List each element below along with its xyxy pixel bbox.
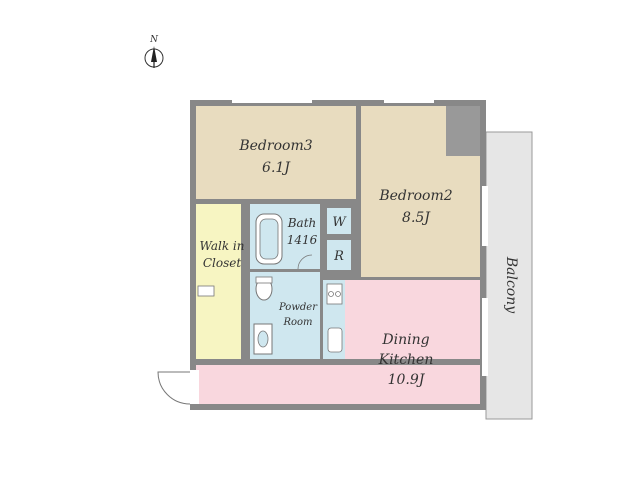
- bathtub-inner: [259, 218, 279, 260]
- balcony-label: Balcony: [503, 256, 519, 314]
- toilet-tank: [255, 276, 273, 284]
- window-top-right: [384, 99, 434, 103]
- washer-label: W: [332, 215, 347, 230]
- burner-right-icon: [335, 291, 341, 297]
- bath-fixtures: [255, 213, 313, 270]
- walk-in-closet-label-1: Walk in: [200, 239, 245, 253]
- compass-label: N: [149, 35, 159, 45]
- stove-icon: [326, 283, 343, 305]
- bath-size: 1416: [287, 233, 318, 247]
- powder-room-fixtures: [253, 276, 273, 355]
- refrigerator-label: R: [333, 249, 344, 264]
- balcony: Balcony: [485, 131, 533, 420]
- dining-kitchen-area-upper: [345, 280, 480, 359]
- sink-icon: [257, 330, 269, 348]
- entrance-door: [157, 370, 199, 405]
- dining-kitchen-area-lower: [196, 365, 480, 404]
- refrigerator-area: [327, 240, 351, 270]
- bedroom3-size: 6.1J: [262, 160, 291, 176]
- bath-door-swing: [297, 254, 313, 270]
- balcony-area: [485, 131, 533, 420]
- closet-niche: [197, 285, 215, 297]
- window-top-left: [232, 99, 312, 103]
- kitchen-sink-icon: [327, 327, 343, 353]
- entrance-door-swing: [157, 371, 191, 405]
- burner-left-icon: [328, 291, 334, 297]
- bedroom3-area: [196, 106, 356, 199]
- north-arrow-icon: [151, 46, 157, 62]
- dining-kitchen-size: 10.9J: [388, 372, 426, 388]
- powder-room-label-2: Room: [282, 317, 312, 328]
- walk-in-closet-label-2: Closet: [203, 256, 242, 270]
- dining-kitchen-label-1: Dining: [381, 332, 429, 348]
- bedroom3-name: Bedroom3: [238, 138, 312, 154]
- window-right-upper: [482, 186, 488, 246]
- bedroom2-size: 8.5J: [402, 210, 431, 226]
- bedroom2-name: Bedroom2: [378, 188, 452, 204]
- kitchen-fixtures: [326, 283, 343, 353]
- window-right-lower: [482, 298, 488, 376]
- walk-in-closet-area: [196, 204, 241, 359]
- compass: N: [144, 35, 164, 68]
- powder-room-label-1: Powder: [278, 302, 318, 313]
- pillar: [446, 106, 480, 156]
- entrance-opening: [187, 370, 199, 404]
- dining-kitchen-label-2: Kitchen: [378, 352, 434, 368]
- bath-name: Bath: [287, 216, 317, 230]
- washer-area: [327, 208, 351, 234]
